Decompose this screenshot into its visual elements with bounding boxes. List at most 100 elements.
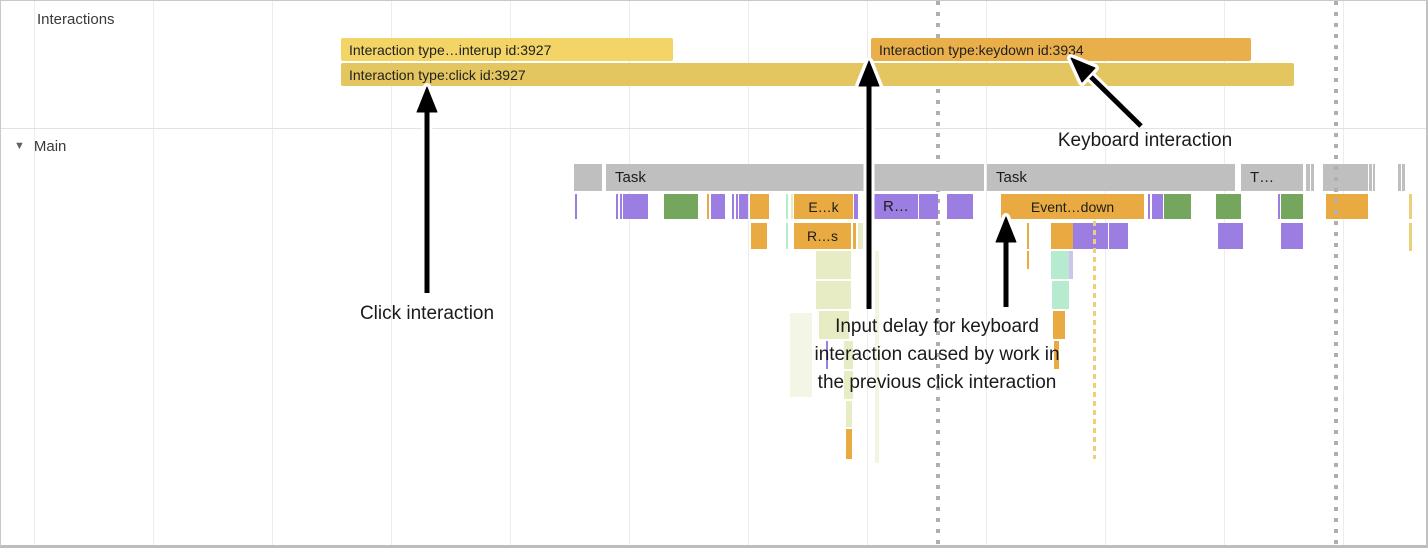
flame-bar[interactable] (1216, 194, 1241, 219)
flame-bar[interactable] (846, 429, 852, 459)
flame-bar-rs[interactable]: R…s (794, 223, 851, 249)
flame-bar[interactable] (1306, 164, 1310, 191)
annotation-line: Keyboard interaction (1057, 130, 1233, 151)
flame-bar[interactable] (1152, 194, 1163, 219)
flame-bar-label: R…s (806, 228, 839, 244)
flame-bar[interactable] (826, 341, 828, 369)
click-interaction-note: Click interaction (360, 300, 494, 328)
flame-bar[interactable] (844, 371, 853, 399)
flame-bar[interactable] (858, 223, 863, 249)
flame-bar[interactable] (1027, 251, 1029, 269)
gridline (1343, 1, 1344, 545)
flame-bar[interactable] (664, 194, 698, 219)
main-track-header[interactable]: ▼ Main (14, 138, 66, 155)
flame-bar[interactable] (616, 194, 618, 219)
flame-bar-task[interactable]: Task (606, 164, 984, 191)
flame-bar[interactable] (846, 401, 852, 427)
flame-bar[interactable] (1323, 164, 1368, 191)
flame-bar-label: Task (996, 169, 1027, 186)
flame-bar[interactable] (1281, 194, 1303, 219)
interaction-bar-label: Interaction type:keydown id:3934 (879, 41, 1084, 58)
flame-bar-label: Event…down (1030, 198, 1115, 215)
keyboard-interaction-note: Keyboard interaction (1058, 127, 1232, 155)
interactions-track-label: Interactions (37, 11, 115, 28)
main-track-label: Main (33, 138, 67, 155)
flame-bar-label: Task (615, 169, 646, 186)
flame-bar[interactable] (854, 194, 858, 219)
annotation-line: Input delay for keyboard (835, 316, 1039, 337)
interaction-bar-pointerup[interactable]: Interaction type…interup id:3927 (341, 38, 673, 61)
flame-bar[interactable] (1051, 223, 1073, 249)
flame-bar-eventdown[interactable]: Event…down (1001, 194, 1144, 219)
flame-bar (790, 313, 812, 397)
flame-bar[interactable] (623, 194, 648, 219)
flame-bar[interactable] (786, 223, 788, 249)
flame-bar[interactable] (1402, 164, 1405, 191)
flame-bar[interactable] (791, 194, 793, 219)
flame-bar[interactable] (732, 194, 734, 219)
flame-bar[interactable] (1069, 251, 1073, 279)
flame-bar-label: R… (883, 198, 909, 215)
flame-bar[interactable] (816, 281, 851, 309)
flame-bar[interactable] (1326, 194, 1368, 219)
interaction-bar-keydown[interactable]: Interaction type:keydown id:3934 (871, 38, 1251, 61)
flame-bar[interactable] (853, 223, 856, 249)
flame-bar[interactable] (1073, 223, 1108, 249)
flame-bar-task[interactable]: Task (987, 164, 1235, 191)
collapse-triangle-icon[interactable]: ▼ (14, 140, 25, 152)
flame-bar[interactable] (1369, 164, 1372, 191)
flame-bar[interactable] (1109, 223, 1128, 249)
flame-bar[interactable] (1278, 194, 1280, 219)
interaction-bar-click[interactable]: Interaction type:click id:3927 (341, 63, 1294, 86)
dotted-marker-line (1334, 1, 1338, 545)
annotation-line: Click interaction (359, 303, 495, 324)
flame-bar-label: T… (1250, 169, 1275, 186)
flame-bar[interactable] (947, 194, 973, 219)
flame-bar[interactable] (844, 341, 853, 369)
flame-bar[interactable] (1051, 251, 1069, 279)
flame-bar[interactable] (1053, 311, 1065, 339)
flame-bar-label: E…k (808, 198, 839, 215)
flame-bar[interactable] (1027, 223, 1029, 249)
flame-bar[interactable] (1409, 194, 1412, 219)
gridline (1224, 1, 1225, 545)
gridline (510, 1, 511, 545)
interaction-bar-label: Interaction type:click id:3927 (349, 66, 526, 83)
gridline (34, 1, 35, 545)
flame-bar[interactable] (750, 194, 769, 219)
flame-bar[interactable] (819, 311, 849, 339)
flame-bar[interactable] (707, 194, 709, 219)
flame-bar[interactable] (1164, 194, 1191, 219)
flame-bar[interactable] (1054, 341, 1059, 369)
gridline (1105, 1, 1106, 545)
flame-bar[interactable] (736, 194, 738, 219)
flame-bar[interactable] (1052, 281, 1069, 309)
dotted-marker-line (936, 1, 940, 545)
flame-bar[interactable] (620, 194, 622, 219)
gridline (629, 1, 630, 545)
flame-bar[interactable] (1148, 194, 1150, 219)
flame-bar[interactable] (1398, 164, 1401, 191)
flame-bar[interactable] (1218, 223, 1243, 249)
flame-bar[interactable] (1409, 223, 1412, 251)
flame-bar-r[interactable]: R… (874, 194, 918, 219)
flame-bar[interactable] (919, 194, 938, 219)
flame-bar[interactable] (574, 164, 602, 191)
flame-bar[interactable] (711, 194, 725, 219)
flame-bar (875, 251, 879, 463)
flame-bar[interactable] (575, 194, 577, 219)
flame-bar[interactable] (1001, 218, 1013, 227)
flame-bar[interactable] (751, 223, 767, 249)
annotation-line: the previous click interaction (817, 372, 1057, 393)
flame-bar-ek[interactable]: E…k (794, 194, 853, 219)
flame-bar[interactable] (1373, 164, 1375, 191)
flame-bar[interactable] (739, 194, 748, 219)
flame-bar[interactable] (1281, 223, 1303, 249)
flame-bar[interactable] (786, 194, 788, 219)
interaction-bar-label: Interaction type…interup id:3927 (349, 41, 552, 58)
flame-bar[interactable] (1311, 164, 1314, 191)
flame-bar[interactable] (816, 251, 851, 279)
flame-bar-t[interactable]: T… (1241, 164, 1303, 191)
